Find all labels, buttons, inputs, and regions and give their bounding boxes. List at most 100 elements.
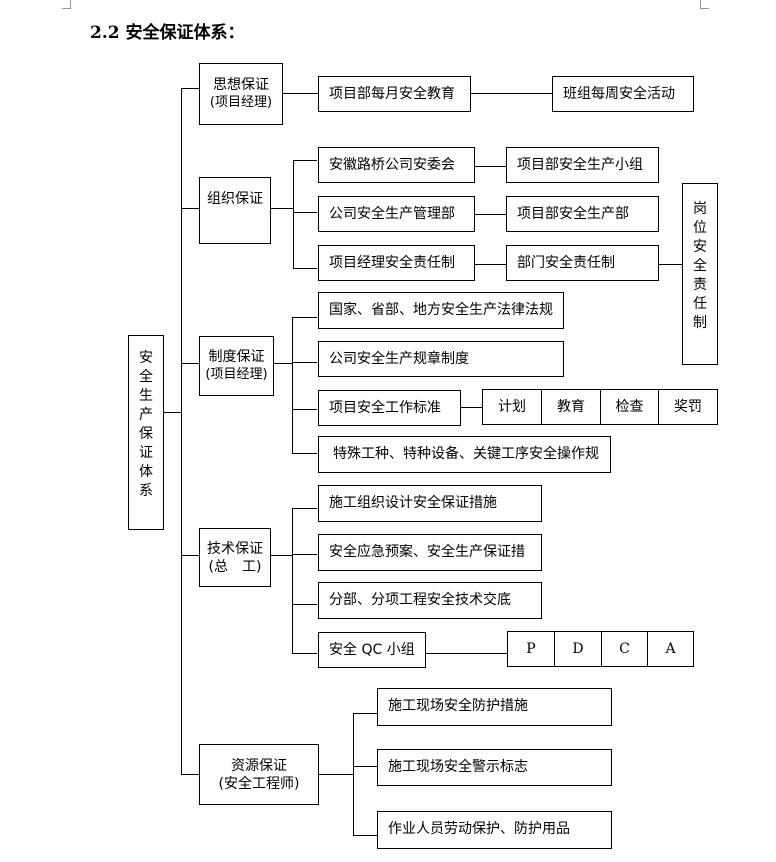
tech-item-label: 安全 QC 小组 [329, 642, 415, 658]
connector-line [163, 412, 182, 413]
connector-line [292, 317, 293, 454]
branch-thought-owner: (项目经理) [209, 95, 273, 110]
connector-line [658, 264, 682, 265]
post-responsibility-node: 岗位安全责任制 [682, 183, 718, 365]
connector-line [292, 604, 317, 605]
system-item-special-operations: 特殊工种、特种设备、关键工序安全操作规 [318, 436, 611, 473]
connector-line [293, 268, 317, 269]
org-item-label: 部门安全责任制 [517, 255, 615, 271]
branch-technical-title: 技术保证 [207, 540, 263, 557]
connector-line [181, 363, 200, 364]
org-item-dept-responsibility: 部门安全责任制 [506, 245, 659, 281]
connector-line [292, 409, 317, 410]
resource-item-warning-signs: 施工现场安全警示标志 [377, 749, 612, 786]
pdca-item-label: P [526, 641, 536, 657]
branch-organization-guarantee: 组织保证 [199, 177, 271, 244]
connector-line [474, 166, 506, 167]
standard-item-inspection: 检查 [600, 389, 659, 425]
tech-item-technical-briefing: 分部、分项工程安全技术交底 [318, 582, 542, 619]
org-item-label: 项目经理安全责任制 [329, 255, 455, 271]
connector-line [181, 88, 200, 89]
resource-item-label: 作业人员劳动保护、防护用品 [388, 821, 570, 837]
pdca-item-label: C [619, 641, 630, 657]
standard-item-plan: 计划 [482, 389, 542, 425]
connector-line [353, 713, 354, 836]
system-item-label: 公司安全生产规章制度 [329, 351, 469, 367]
connector-line [425, 653, 508, 654]
branch-resource-guarantee: 资源保证 (安全工程师) [199, 744, 319, 805]
branch-system-owner: (项目经理) [205, 367, 268, 382]
org-item-label: 项目部安全生产小组 [517, 157, 643, 173]
org-item-label: 项目部安全生产部 [517, 206, 629, 222]
connector-line [353, 713, 377, 714]
branch-thought-title: 思想保证 [213, 77, 269, 93]
resource-item-label: 施工现场安全警示标志 [388, 759, 528, 775]
standard-item-label: 检查 [615, 399, 644, 415]
page-corner-mark-right [700, 0, 709, 9]
pdca-item-d: D [554, 631, 602, 667]
tech-item-label: 施工组织设计安全保证措施 [329, 495, 497, 511]
thought-item-label: 班组每周安全活动 [563, 86, 675, 102]
connector-line [181, 208, 200, 209]
org-item-project-safety-group: 项目部安全生产小组 [506, 147, 659, 183]
resource-item-label: 施工现场安全防护措施 [388, 698, 528, 714]
section-title: 2.2 安全保证体系： [90, 23, 245, 43]
pdca-item-label: A [665, 641, 676, 657]
tech-item-label: 安全应急预案、安全生产保证措 [329, 544, 525, 560]
pdca-item-label: D [572, 641, 584, 657]
connector-line [293, 160, 317, 161]
connector-line [181, 555, 200, 556]
thought-item-weekly-activity: 班组每周安全活动 [552, 76, 694, 112]
connector-line [273, 363, 293, 364]
connector-line [292, 362, 317, 363]
root-node-label: 安全生产保证体系 [139, 350, 153, 499]
standard-item-education: 教育 [541, 389, 601, 425]
system-item-laws: 国家、省部、地方安全生产法律法规 [318, 292, 564, 329]
connector-line [293, 212, 317, 213]
post-responsibility-label: 岗位安全责任制 [693, 201, 707, 331]
connector-line [270, 208, 294, 209]
connector-line [292, 317, 317, 318]
org-item-label: 安徽路桥公司安委会 [329, 157, 455, 173]
connector-line [293, 160, 294, 269]
org-item-label: 公司安全生产管理部 [329, 206, 455, 222]
org-item-company-safety-dept: 公司安全生产管理部 [318, 196, 475, 232]
connector-line [292, 508, 293, 654]
tech-item-emergency-plan: 安全应急预案、安全生产保证措 [318, 534, 542, 571]
system-item-company-rules: 公司安全生产规章制度 [318, 341, 564, 377]
tech-item-label: 分部、分项工程安全技术交底 [329, 592, 511, 608]
page-corner-mark-left [62, 0, 71, 9]
standard-item-label: 计划 [498, 399, 526, 415]
connector-line [292, 453, 317, 454]
connector-line [318, 774, 354, 775]
pdca-item-a: A [647, 631, 694, 667]
tech-item-qc-group: 安全 QC 小组 [318, 632, 426, 668]
connector-line [353, 766, 377, 767]
system-item-label: 项目安全工作标准 [329, 400, 441, 416]
system-item-label: 国家、省部、地方安全生产法律法规 [329, 302, 553, 318]
thought-item-monthly-education: 项目部每月安全教育 [318, 76, 471, 112]
branch-system-guarantee: 制度保证 (项目经理) [199, 336, 274, 396]
pdca-item-p: P [507, 631, 555, 667]
thought-item-label: 项目部每月安全教育 [329, 86, 455, 102]
branch-organization-title: 组织保证 [207, 191, 263, 207]
connector-line [474, 264, 506, 265]
tech-item-construction-design: 施工组织设计安全保证措施 [318, 485, 542, 522]
connector-line [181, 774, 200, 775]
connector-line [292, 554, 317, 555]
org-item-project-safety-dept: 项目部安全生产部 [506, 196, 659, 232]
connector-line [270, 555, 293, 556]
branch-thought-guarantee: 思想保证 (项目经理) [199, 63, 283, 125]
connector-line [282, 93, 319, 94]
connector-line [353, 835, 377, 836]
connector-line [470, 93, 553, 94]
resource-item-protection-measures: 施工现场安全防护措施 [377, 688, 612, 726]
connector-line [292, 508, 317, 509]
connector-line [460, 407, 483, 408]
branch-resource-owner: (安全工程师) [218, 775, 300, 792]
system-item-work-standards: 项目安全工作标准 [318, 390, 461, 426]
standard-item-label: 奖罚 [674, 399, 702, 415]
branch-system-title: 制度保证 [208, 349, 265, 365]
connector-line [474, 214, 506, 215]
standard-item-label: 教育 [557, 399, 585, 415]
